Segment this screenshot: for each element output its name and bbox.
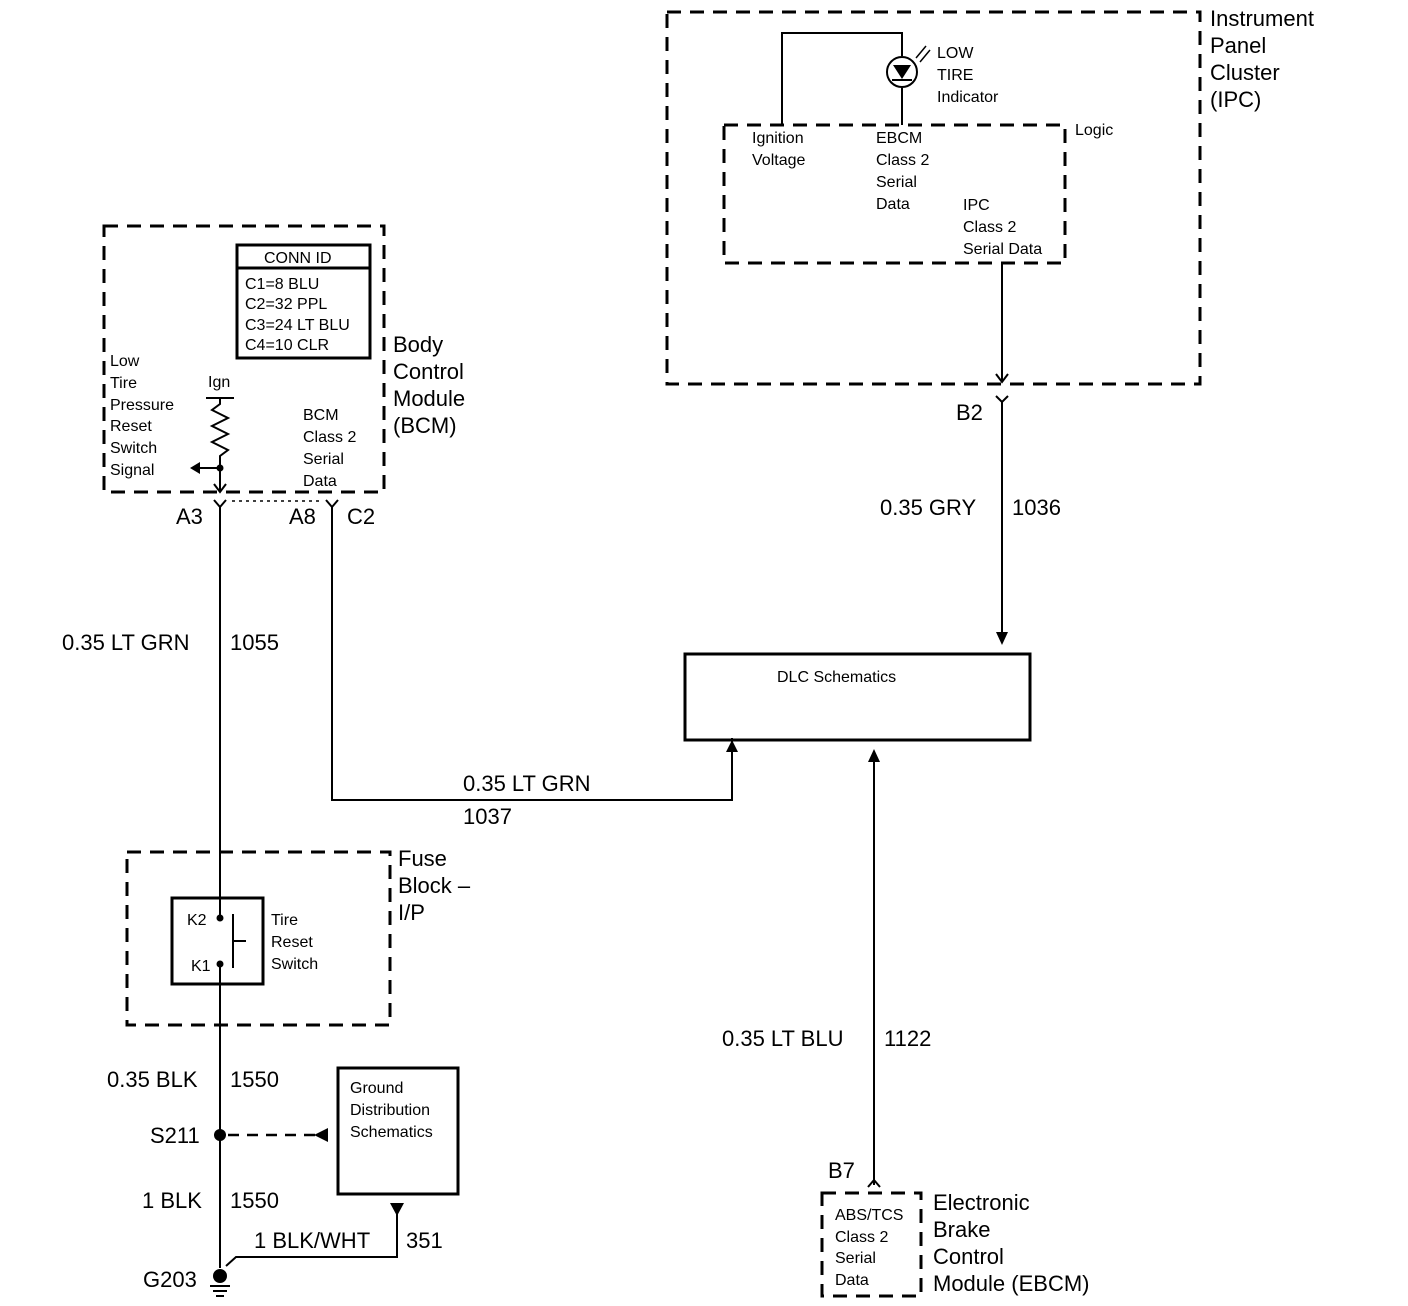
ipc-lamp-feed (781, 32, 903, 125)
momentary-switch-icon (232, 914, 246, 968)
ipc-ebcm-data-label: EBCM Class 2 Serial Data (876, 130, 934, 213)
arrow-to-dlc-3-icon (868, 749, 880, 762)
pin-c2-label: C2 (347, 504, 375, 529)
bcm-module: Body Control Module (BCM) CONN ID C1=8 B… (102, 224, 471, 529)
ground-dist-arrow-icon (390, 1203, 404, 1216)
wire-1036-color: 0.35 GRY (880, 495, 977, 520)
fuse-block-outline (125, 850, 392, 1027)
wire-1550a-color: 0.35 BLK (107, 1067, 198, 1092)
wire-351-circuit: 351 (406, 1228, 443, 1253)
low-tire-lamp-icon (886, 45, 931, 88)
bcm-outline (102, 224, 386, 494)
ground-distribution-box (336, 1066, 460, 1196)
pin-a3-label: A3 (176, 504, 203, 529)
k2-pin-label: K2 (187, 912, 207, 929)
wire-1037-circuit: 1037 (463, 804, 512, 829)
ground-ref-arrow-icon (314, 1128, 328, 1142)
wire-1037 (331, 507, 733, 801)
a3-out-arrow-icon (213, 483, 227, 494)
g203-label: G203 (143, 1267, 197, 1292)
tire-reset-switch-label: Tire Reset Switch (271, 912, 318, 973)
conn-id-header: CONN ID (264, 250, 332, 267)
wire-351-color: 1 BLK/WHT (254, 1228, 370, 1253)
ipc-ignition-label: Ignition Voltage (752, 130, 808, 169)
ebcm-outline (820, 1191, 923, 1298)
ground-distribution-label: Ground Distribution Schematics (350, 1080, 434, 1141)
ipc-module: Instrument Panel Cluster (IPC) Logic LOW… (665, 6, 1320, 425)
s211-label: S211 (150, 1123, 200, 1148)
ground-icon (210, 1269, 230, 1297)
k1-pin-label: K1 (191, 958, 211, 975)
ipc-data-arrow-icon (995, 373, 1009, 384)
ipc-logic-box (722, 123, 1067, 265)
signal-arrow-icon (190, 462, 200, 474)
arrow-to-dlc-icon (996, 632, 1008, 645)
fuse-block-title: Fuse Block – I/P (398, 846, 476, 925)
wire-1550b-circuit: 1550 (230, 1188, 279, 1213)
tire-reset-switch-box (170, 896, 265, 986)
a3-connector-icon (213, 499, 227, 509)
conn-id-table (235, 243, 372, 360)
ipc-data-label: IPC Class 2 Serial Data (963, 197, 1042, 258)
wire-1122-color: 0.35 LT BLU (722, 1026, 843, 1051)
ipc-title: Instrument Panel Cluster (IPC) (1210, 6, 1320, 112)
a8-connector-icon (325, 499, 339, 509)
wire-1036-circuit: 1036 (1012, 495, 1061, 520)
b7-connector-icon (867, 1178, 881, 1188)
wire-1122-circuit: 1122 (884, 1026, 931, 1051)
ipc-logic-label: Logic (1075, 122, 1113, 139)
ipc-outline (665, 10, 1202, 386)
b2-connector-icon (995, 395, 1009, 404)
b2-pin-label: B2 (956, 400, 983, 425)
s211-splice-icon (214, 1129, 226, 1141)
ebcm-module: B7 ABS/TCS Class 2 Serial Data Electroni… (820, 1158, 1089, 1298)
arrow-to-dlc-2-icon (726, 740, 738, 752)
pin-a8-label: A8 (289, 504, 316, 529)
bcm-signal-label: Low Tire Pressure Reset Switch Signal (110, 353, 178, 479)
wire-1055-circuit: 1055 (230, 630, 279, 655)
wire-1055-color: 0.35 LT GRN (62, 630, 190, 655)
dlc-box (683, 652, 1032, 742)
dlc-label: DLC Schematics (777, 669, 896, 686)
wire-1550b-color: 1 BLK (142, 1188, 202, 1213)
ebcm-data-label: ABS/TCS Class 2 Serial Data (835, 1207, 908, 1289)
bcm-data-label: BCM Class 2 Serial Data (303, 407, 361, 490)
pullup-resistor-icon (209, 398, 231, 468)
wire-1550a-circuit: 1550 (230, 1067, 279, 1092)
lamp-label: LOW TIRE Indicator (937, 45, 999, 106)
wire-351 (225, 1210, 398, 1267)
conn-id-rows: C1=8 BLU C2=32 PPL C3=24 LT BLU C4=10 CL… (245, 276, 354, 354)
bcm-title: Body Control Module (BCM) (393, 332, 471, 438)
ign-label: Ign (208, 374, 230, 391)
fuse-block: Fuse Block – I/P K2 K1 Tire Reset Switch (125, 846, 476, 1027)
wire-1037-color: 0.35 LT GRN (463, 771, 591, 796)
ebcm-title: Electronic Brake Control Module (EBCM) (933, 1190, 1089, 1296)
b7-pin-label: B7 (828, 1158, 855, 1183)
